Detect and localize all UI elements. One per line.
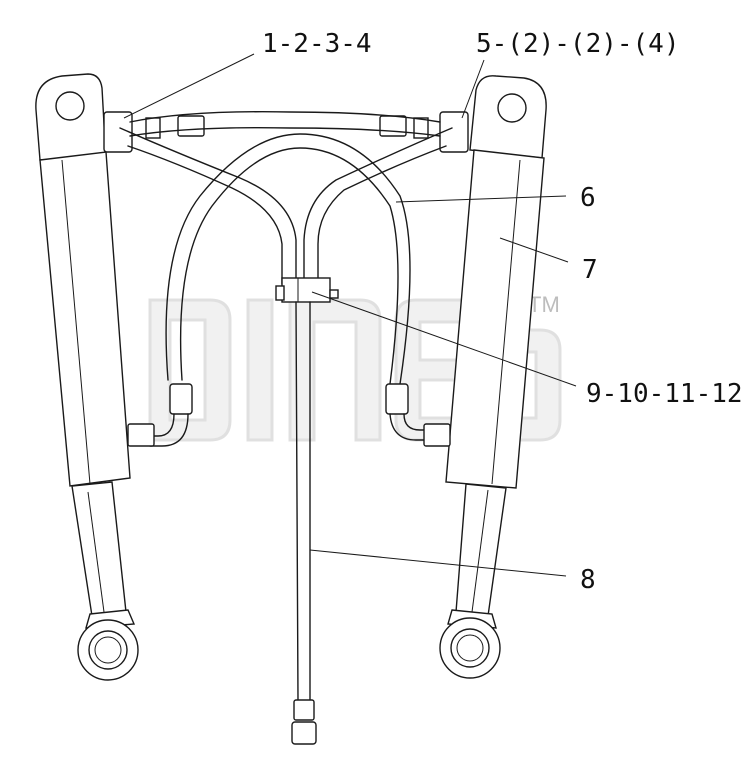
right-piston-rod: [455, 483, 507, 617]
left-piston-rod: [71, 481, 127, 617]
u-hose-loop: [165, 133, 411, 385]
leader-5: [461, 59, 485, 119]
vertical-pipe: [291, 301, 317, 745]
callout-8: 8: [580, 565, 596, 595]
pipe-clamp: [275, 277, 339, 303]
callout-5: 5-(2)-(2)-(4): [476, 29, 680, 59]
top-hose-upper: [129, 111, 441, 123]
clamp-block: [281, 277, 331, 303]
top-hose-lower: [129, 126, 441, 137]
left-lower-fitting: [169, 383, 193, 415]
trademark-mark: TM: [528, 292, 560, 317]
left-cylinder-barrel: [39, 151, 131, 487]
leader-9-10-11-12: [311, 291, 577, 387]
leader-8: [309, 549, 567, 577]
leader-6: [395, 195, 567, 203]
callout-7: 7: [582, 255, 598, 285]
callout-9-10-11-12: 9-10-11-12: [586, 379, 743, 409]
y-pipe: [119, 127, 453, 285]
right-cylinder: [439, 75, 547, 679]
callout-6: 6: [580, 183, 596, 213]
right-lower-fitting: [385, 383, 409, 415]
right-cylinder-barrel: [445, 149, 545, 489]
leader-7: [499, 237, 569, 263]
bottom-fitting: [291, 721, 317, 745]
left-cylinder: [35, 73, 139, 681]
callout-1-2-3-4: 1-2-3-4: [262, 29, 372, 59]
left-top-fitting: [103, 111, 133, 153]
leader-lines: [123, 53, 577, 577]
left-top-eye: [55, 91, 85, 121]
right-top-eye: [497, 93, 527, 123]
right-top-fitting: [439, 111, 469, 153]
lower-hose-fittings: [127, 383, 451, 447]
leader-1-2-3-4: [123, 53, 255, 119]
